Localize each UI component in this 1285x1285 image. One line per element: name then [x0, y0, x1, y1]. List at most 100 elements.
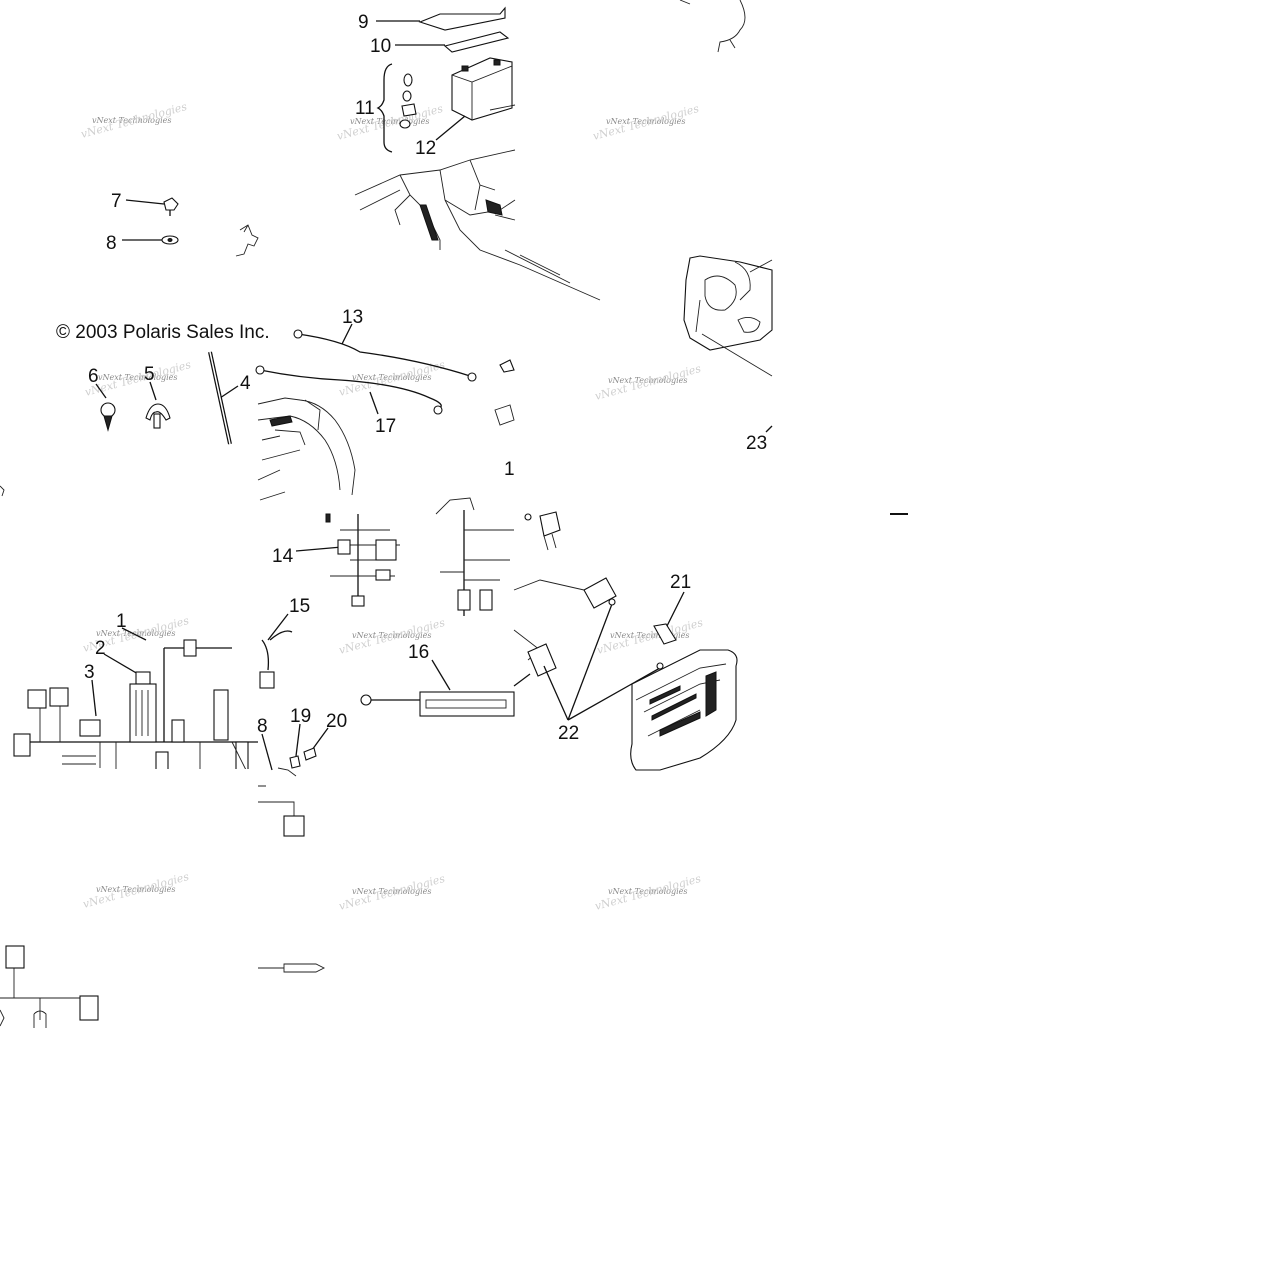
connector: [13, 733, 31, 757]
terminal: [289, 755, 301, 769]
watermarks: vNext Technologies vNext Technologies vN…: [79, 100, 704, 913]
panel-cutout: [734, 261, 751, 301]
fitting: [277, 767, 297, 777]
frame-detail: [269, 415, 293, 427]
connector: [337, 539, 351, 555]
watermark: vNext Technologies: [352, 373, 431, 382]
battery: [451, 57, 513, 121]
callout-23: 23: [746, 433, 767, 454]
connector: [171, 719, 185, 743]
watermark: vNext Technologies: [608, 376, 687, 385]
watermark: vNext Technologies: [352, 631, 431, 640]
connector: [183, 639, 197, 657]
leader-19: [295, 723, 301, 757]
push-rivet: [163, 197, 179, 211]
lower-fragments: [0, 485, 326, 1028]
wire-clip-base: [153, 413, 161, 429]
leader-13: [341, 323, 353, 345]
fuse-block-lines: [135, 690, 149, 736]
wire-lines: [513, 579, 585, 661]
watermark: vNext Technologies: [350, 117, 429, 126]
leader-3: [91, 679, 97, 717]
callout-14: 14: [272, 546, 294, 567]
bolt: [403, 73, 413, 87]
watermark: vNext Technologies: [98, 373, 177, 382]
screw: [608, 598, 616, 606]
callout-4: 4: [240, 373, 251, 394]
connector: [457, 589, 471, 611]
callout-2: 2: [95, 638, 106, 659]
battery-pad: [443, 31, 510, 53]
control-module: [583, 577, 617, 609]
wire-clip: [145, 403, 171, 421]
callout-3: 3: [84, 662, 95, 683]
battery-terminal: [461, 65, 469, 72]
callouts: 9 10 11 12 7 8 13 6 5 4 17 23 1 14 21 15…: [84, 12, 767, 744]
screw: [656, 662, 664, 670]
connector: [235, 741, 249, 771]
connector: [0, 1009, 5, 1027]
hardware-8-19-20: [261, 723, 329, 777]
connector: [259, 671, 275, 689]
connector: [213, 689, 229, 741]
frame-fragment: [679, 0, 746, 53]
callout-13: 13: [342, 307, 363, 328]
edge-fragment: [0, 485, 5, 497]
leader-12: [435, 115, 466, 141]
callout-20: 20: [326, 711, 347, 732]
wire-fragment: [258, 785, 295, 820]
battery-cables: [255, 323, 515, 501]
connector: [283, 815, 305, 837]
main-harness: [0, 627, 258, 771]
connector: [375, 539, 397, 561]
cable-13: [297, 333, 471, 377]
battery-edges: [451, 65, 513, 120]
battery-terminal: [493, 59, 501, 66]
clip-21: [653, 623, 677, 645]
watermark: vNext Technologies: [92, 116, 171, 125]
harness-branches: [440, 529, 514, 581]
callout-8: 8: [106, 233, 117, 254]
panel-edge: [695, 259, 773, 377]
watermark: vNext Technologies: [610, 631, 689, 640]
leader-2: [103, 653, 139, 675]
connector: [479, 589, 493, 611]
frame-panel: [683, 255, 908, 515]
connector: [5, 945, 25, 969]
module-cover: [630, 649, 738, 771]
callout-8-repeat: 8: [257, 716, 268, 737]
callout-19: 19: [290, 706, 311, 727]
battery-strap: [418, 6, 506, 31]
fuse-fragment: [258, 963, 326, 973]
watermark: vNext Technologies: [606, 117, 685, 126]
leader-23: [765, 425, 773, 433]
cable-eyelet: [293, 329, 303, 339]
leader-17: [369, 391, 379, 415]
leader-22: [567, 667, 661, 721]
callout-21: 21: [670, 572, 691, 593]
panel-plate: [683, 255, 773, 351]
sensor-box: [419, 691, 515, 717]
frame-section: [354, 104, 601, 301]
connector-line: [513, 673, 531, 687]
frame-detail: [419, 204, 439, 241]
fasteners-7-8: [122, 197, 259, 257]
connector: [49, 687, 69, 707]
cover-vents: [649, 671, 717, 737]
cable-17: [259, 369, 442, 409]
connector: [155, 751, 169, 771]
cable-clip: [100, 402, 116, 418]
callout-5: 5: [144, 364, 155, 385]
cable-eyelet: [360, 694, 372, 706]
panel-cutout: [737, 317, 761, 333]
leader-20: [311, 727, 329, 751]
connector: [27, 689, 47, 709]
callout-11: 11: [355, 98, 375, 119]
cable-tie-inner: [209, 351, 231, 445]
panel-cutout: [704, 275, 737, 311]
callout-17: 17: [375, 416, 396, 437]
leader-6: [95, 383, 107, 399]
callout-15: 15: [289, 596, 310, 617]
callout-1: 1: [116, 611, 127, 632]
